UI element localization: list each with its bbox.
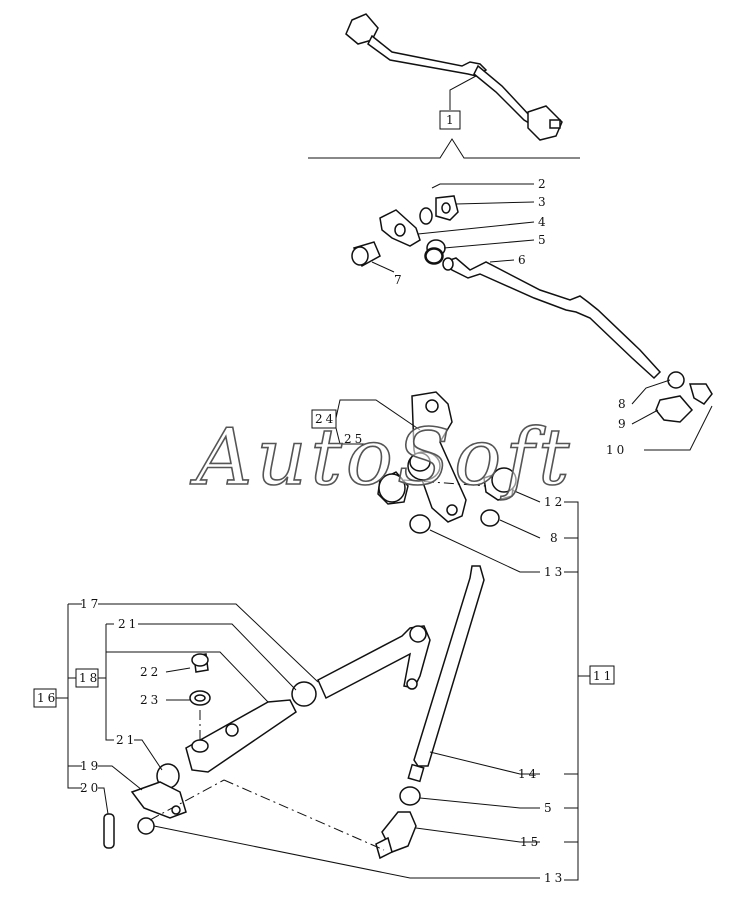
callout-4: 4: [538, 215, 549, 229]
leader-21a: [138, 623, 297, 691]
leader-10: [644, 405, 713, 451]
callout-25: 25: [344, 432, 365, 446]
leader-8a: [631, 379, 671, 405]
cross-shaft-part: [103, 625, 431, 849]
leader-12: [511, 489, 541, 503]
axis-line-lower-1: [149, 779, 225, 821]
leader-13b: [153, 825, 540, 879]
leader-13a: [429, 529, 540, 573]
leader-20: [98, 787, 109, 815]
leader-9: [631, 409, 659, 425]
callout-16: 16: [37, 691, 58, 705]
callout-13a: 13: [544, 565, 565, 579]
callout-1: 1: [446, 113, 457, 127]
axis-line-lower-2: [223, 779, 385, 851]
leader-4: [417, 221, 535, 235]
leader-5b: [419, 797, 540, 809]
callout-8b: 8: [550, 531, 561, 545]
leader-21b: [134, 739, 163, 771]
leader-14: [429, 751, 540, 775]
callout-20: 20: [80, 781, 101, 795]
callout-8a: 8: [618, 397, 629, 411]
callout-11: 11: [593, 669, 614, 683]
callout-5b: 5: [544, 801, 555, 815]
leader-6: [489, 259, 515, 263]
callout-18: 18: [79, 671, 100, 685]
callout-box-24: [311, 409, 337, 429]
callout-box-1: [439, 110, 461, 130]
leader-25: [335, 427, 364, 445]
clevis-linkage-part: [351, 195, 459, 268]
leader-8b: [499, 519, 541, 539]
cable-harness-part: [345, 13, 563, 141]
callout-13b: 13: [544, 871, 565, 885]
callout-15: 15: [520, 835, 541, 849]
section-divider: [308, 138, 580, 159]
callout-17: 17: [80, 597, 101, 611]
leader-18-shaft: [106, 651, 269, 703]
long-rod-part: [375, 565, 485, 860]
leader-15: [415, 827, 540, 843]
callout-3: 3: [538, 195, 549, 209]
bracket-16: [67, 604, 82, 789]
callout-box-11: [589, 665, 615, 685]
callout-21b: 21: [116, 733, 137, 747]
callout-14: 14: [518, 767, 539, 781]
leader-22: [165, 667, 191, 673]
callout-23: 23: [140, 693, 161, 707]
leader-5a: [443, 239, 535, 249]
bracket-18: [105, 624, 114, 741]
callout-5a: 5: [538, 233, 549, 247]
callout-19: 19: [80, 759, 101, 773]
callout-2: 2: [538, 177, 549, 191]
callout-7: 7: [394, 273, 405, 287]
leader-1: [449, 75, 477, 110]
callout-12: 12: [544, 495, 565, 509]
leader-17: [98, 603, 319, 683]
bracket-11: [564, 501, 579, 881]
callout-10: 10: [606, 443, 627, 457]
callout-9: 9: [618, 417, 629, 431]
callout-22: 22: [140, 665, 161, 679]
callout-box-16: [33, 688, 57, 708]
leader-24: [335, 399, 421, 431]
callout-6: 6: [518, 253, 529, 267]
shift-rod-part: [442, 257, 713, 423]
lever-plate-part: [377, 391, 517, 534]
callout-24: 24: [315, 412, 336, 426]
axis-line-upper: [403, 479, 487, 487]
leader-7: [371, 261, 395, 273]
leader-3: [455, 201, 535, 205]
callout-21a: 21: [118, 617, 139, 631]
watermark-text: AutoSoft: [190, 413, 573, 503]
leader-2: [431, 183, 534, 189]
leader-19: [98, 765, 143, 791]
